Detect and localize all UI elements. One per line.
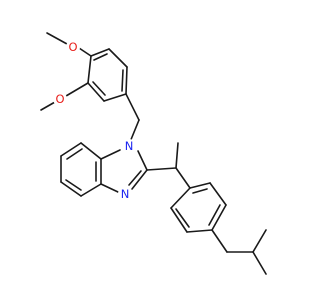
bond bbox=[209, 182, 227, 206]
bond bbox=[175, 142, 179, 169]
bond bbox=[137, 150, 148, 171]
bond bbox=[80, 183, 102, 197]
bond bbox=[186, 229, 213, 233]
bond bbox=[170, 207, 188, 233]
bond bbox=[192, 188, 208, 194]
atom-label-layer: O O N N bbox=[53, 40, 136, 201]
bond bbox=[100, 149, 121, 160]
bond bbox=[175, 167, 191, 189]
bond bbox=[211, 229, 228, 253]
bond bbox=[40, 101, 56, 111]
bond bbox=[108, 48, 128, 68]
bond bbox=[65, 179, 82, 191]
nitrogen-atom-1: N bbox=[122, 139, 136, 153]
bond bbox=[189, 182, 211, 189]
bond bbox=[100, 183, 119, 193]
bond bbox=[125, 93, 140, 121]
bond bbox=[252, 251, 267, 275]
bond bbox=[66, 148, 83, 160]
bond bbox=[131, 169, 148, 190]
atom-label-N2: N bbox=[121, 187, 130, 201]
bond bbox=[208, 204, 221, 226]
bond bbox=[92, 81, 106, 96]
bond bbox=[46, 32, 68, 45]
molecule-structure-diagram: O O N N bbox=[40, 32, 267, 275]
bond bbox=[60, 142, 82, 157]
bond bbox=[93, 53, 108, 61]
atom-label-O2: O bbox=[55, 92, 64, 106]
bond bbox=[87, 82, 105, 102]
bond bbox=[252, 229, 267, 253]
bond bbox=[146, 167, 177, 171]
bond bbox=[121, 69, 124, 92]
nitrogen-atom-2: N bbox=[118, 187, 132, 201]
bond-layer bbox=[40, 32, 267, 275]
oxygen-atom-1: O bbox=[66, 40, 80, 54]
oxygen-atom-2: O bbox=[53, 92, 67, 106]
bond bbox=[175, 208, 190, 228]
bond bbox=[87, 55, 92, 84]
bond bbox=[129, 119, 140, 143]
bond bbox=[60, 181, 82, 197]
bond bbox=[211, 204, 227, 231]
atom-label-N1: N bbox=[125, 139, 134, 153]
bond bbox=[90, 48, 110, 57]
bond bbox=[78, 47, 92, 57]
bond bbox=[125, 66, 128, 95]
bond bbox=[128, 170, 142, 186]
bond bbox=[80, 142, 102, 160]
atom-label-O1: O bbox=[68, 40, 77, 54]
bond bbox=[65, 82, 89, 97]
bond bbox=[170, 187, 191, 209]
bond bbox=[103, 93, 127, 102]
